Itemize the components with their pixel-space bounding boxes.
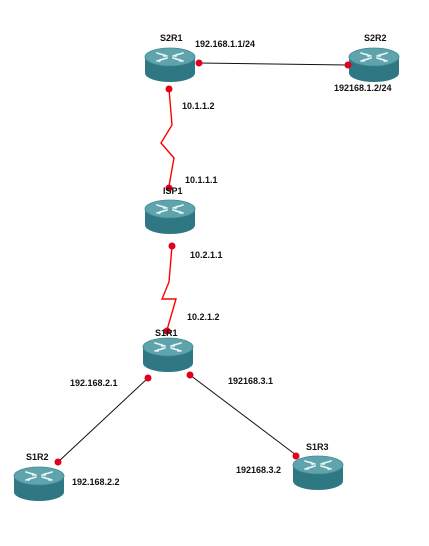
ip-label: 192.168.1.1/24 <box>195 39 255 49</box>
router-name-s1r1: S1R1 <box>155 328 178 338</box>
link-s1r1-s1r2 <box>57 377 149 463</box>
link-isp1-s1r1 <box>160 245 177 331</box>
router-s2r1[interactable] <box>144 47 196 83</box>
ip-label: 192168.3.2 <box>236 465 281 475</box>
router-s1r3[interactable] <box>292 455 344 491</box>
router-s1r1[interactable] <box>142 337 194 373</box>
port-dot <box>165 184 173 192</box>
link-s2r1-isp1 <box>160 88 175 187</box>
router-name-s1r2: S1R2 <box>26 452 49 462</box>
router-isp1[interactable] <box>144 199 196 235</box>
ip-label: 192168.3.1 <box>228 376 273 386</box>
port-dot <box>163 327 171 335</box>
ip-label: 10.1.1.1 <box>185 175 218 185</box>
ip-label: 10.2.1.2 <box>187 312 220 322</box>
router-icon <box>13 466 65 502</box>
port-dot <box>195 59 203 67</box>
port-dot <box>292 452 300 460</box>
ip-label: 192.168.2.1 <box>70 378 118 388</box>
router-icon <box>142 337 194 373</box>
router-name-s1r3: S1R3 <box>306 442 329 452</box>
port-dot <box>186 371 194 379</box>
link-s1r1-s1r3 <box>189 374 297 456</box>
port-dot <box>165 85 173 93</box>
ip-label: 10.1.1.2 <box>182 101 215 111</box>
ip-label: 10.2.1.1 <box>190 250 223 260</box>
router-s2r2[interactable] <box>348 47 400 83</box>
link-s2r1-s2r2 <box>198 62 349 66</box>
router-name-s2r2: S2R2 <box>364 33 387 43</box>
router-name-isp1: ISP1 <box>163 186 183 196</box>
router-icon <box>144 199 196 235</box>
router-s1r2[interactable] <box>13 466 65 502</box>
router-icon <box>292 455 344 491</box>
ip-label: 192.168.2.2 <box>72 477 120 487</box>
router-icon <box>348 47 400 83</box>
port-dot <box>344 61 352 69</box>
router-name-s2r1: S2R1 <box>160 33 183 43</box>
port-dot <box>168 242 176 250</box>
ip-label: 192168.1.2/24 <box>334 83 392 93</box>
port-dot <box>54 458 62 466</box>
router-icon <box>144 47 196 83</box>
port-dot <box>144 374 152 382</box>
